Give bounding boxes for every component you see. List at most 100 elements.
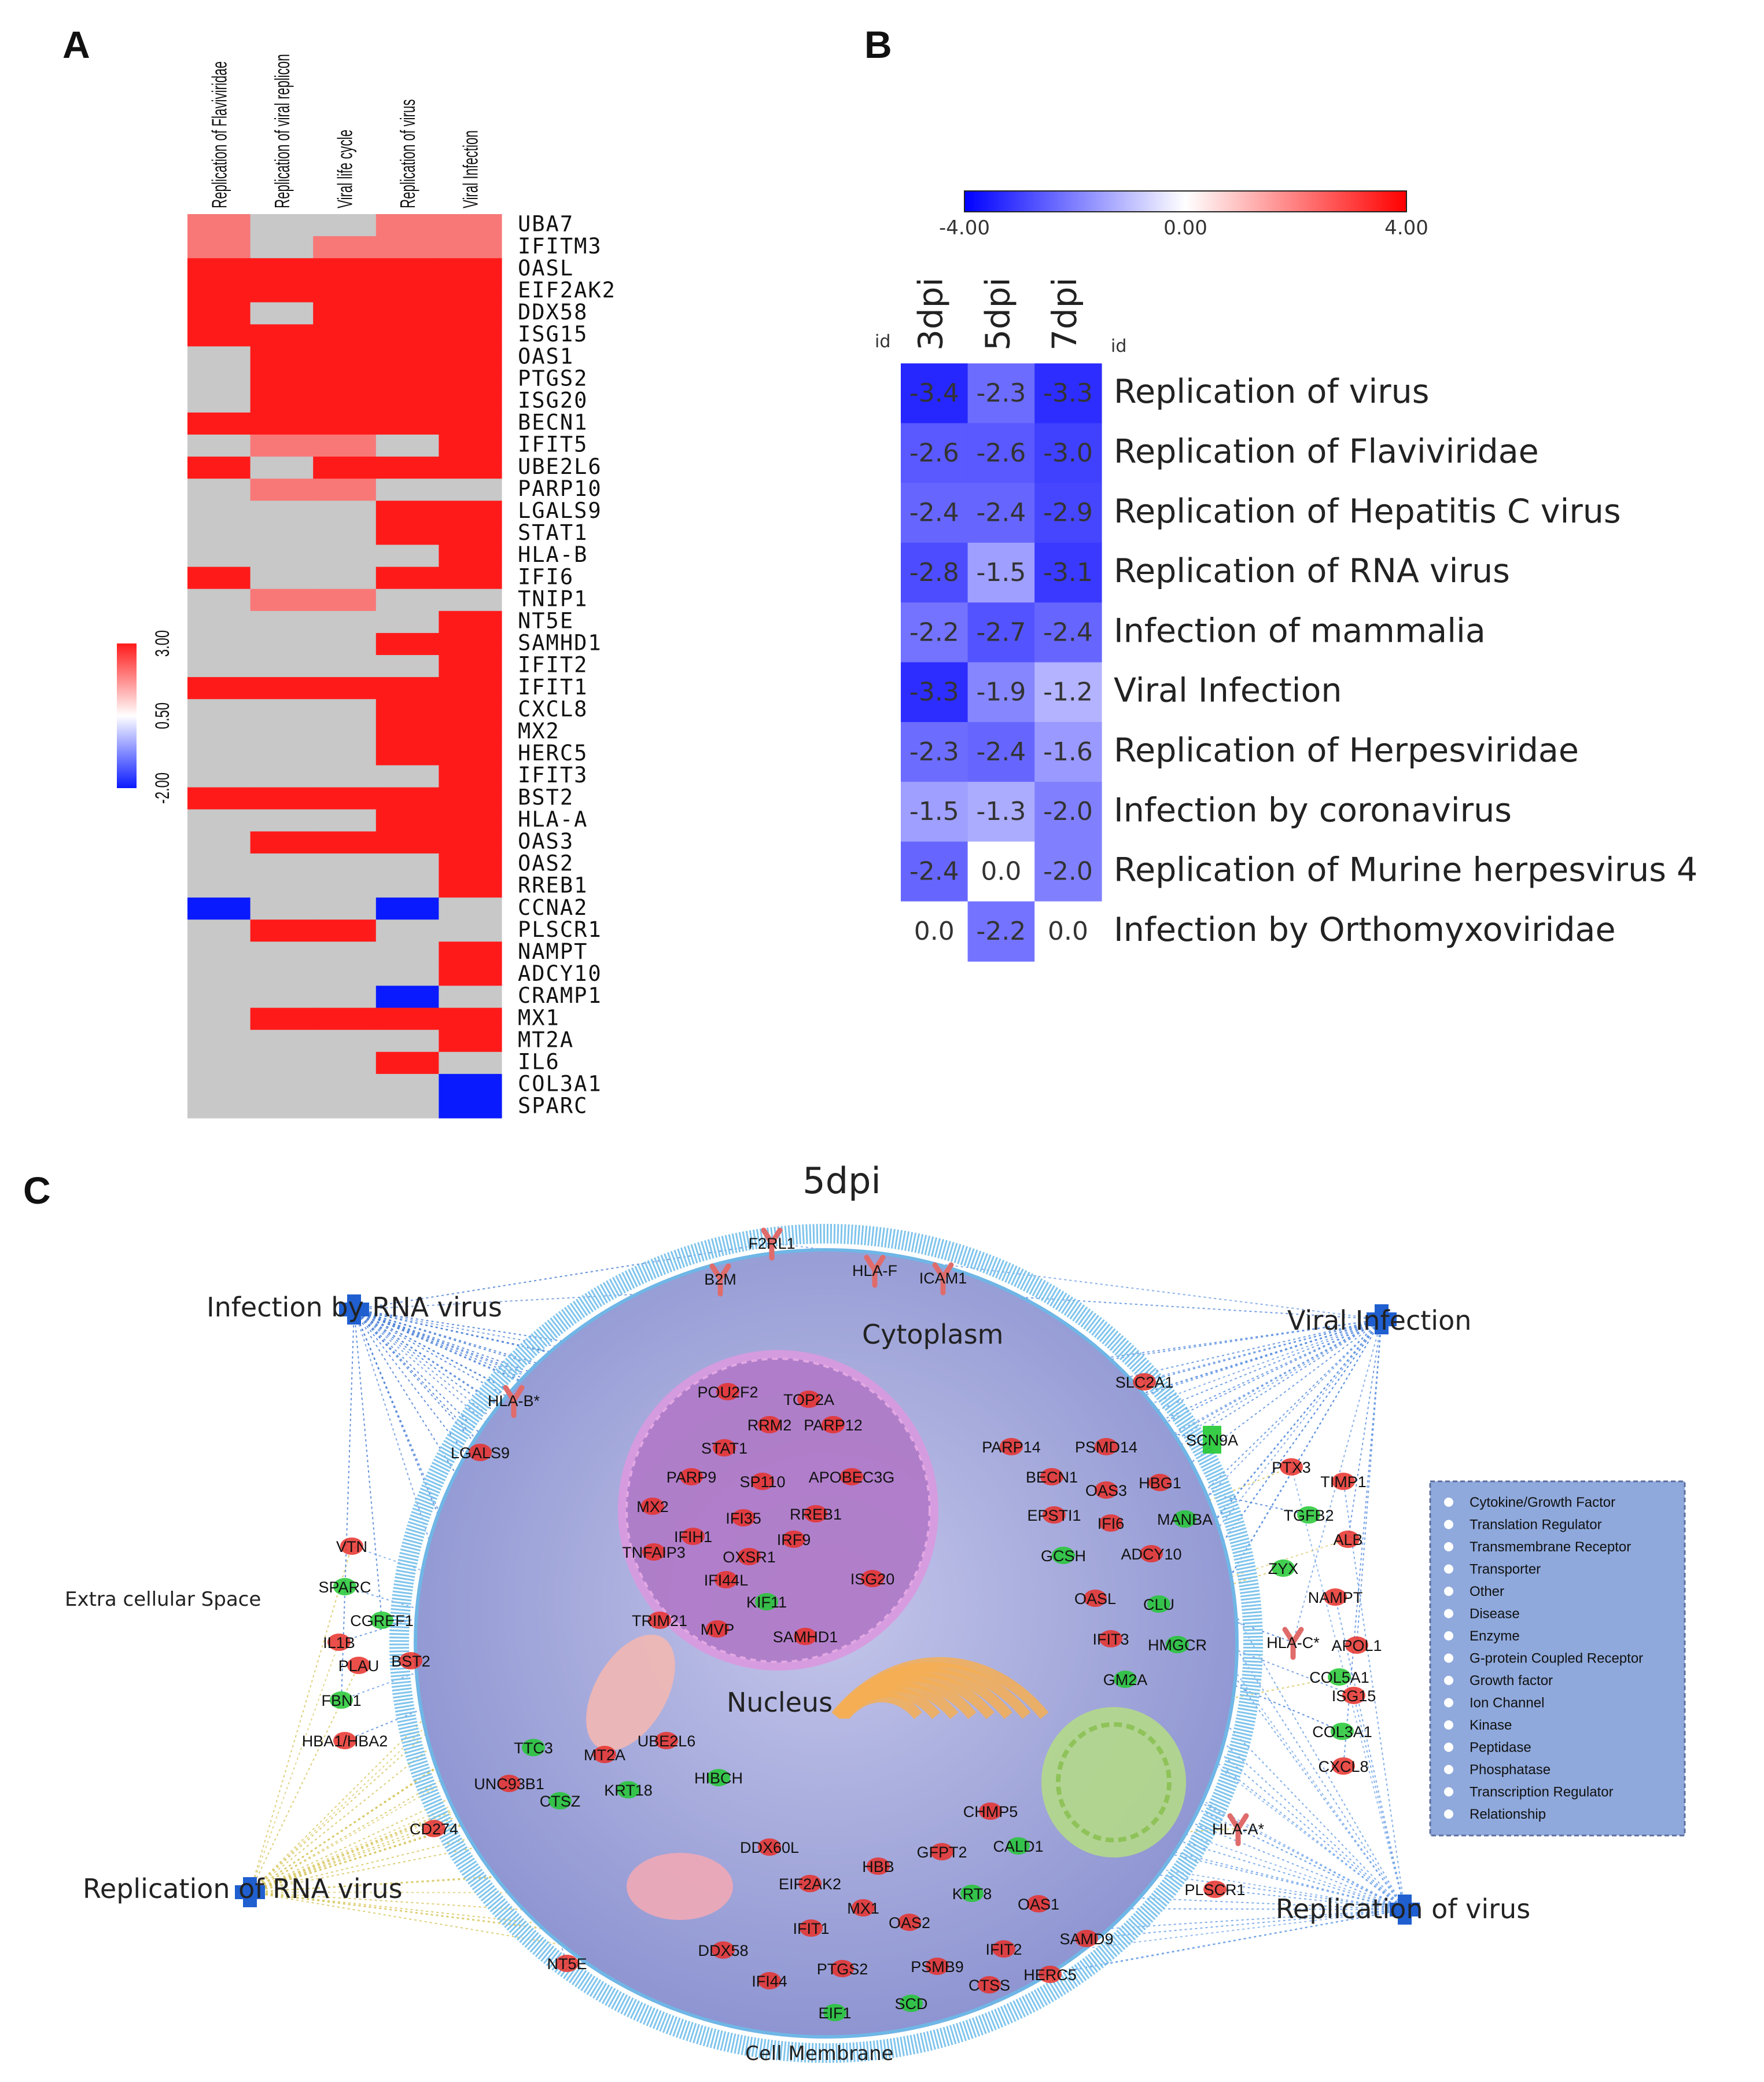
gene-node-label: TGFB2 [1283,1507,1334,1524]
heatmap-cell [187,479,251,501]
heatmap-cell [439,567,502,590]
heatmap-cell [1034,901,1102,962]
gene-node-icon [732,1509,755,1526]
row-id-header: id [875,332,890,352]
relationship-line [1159,1482,1405,1910]
gene-node-icon [713,1439,736,1456]
heatmap-cell [901,722,968,782]
heatmap-cell [187,457,251,479]
gene-label: UBE2L6 [518,454,602,479]
gene-node-icon [1336,1531,1360,1548]
gene-label: IFIT3 [518,763,588,788]
heatmap-cell [439,963,502,987]
gene-node-icon [1084,1590,1107,1607]
gene-node-label: CTSS [968,1977,1010,1994]
heatmap-cell [375,721,439,744]
heatmap-cell [375,501,439,523]
gene-node-icon [900,1995,923,2012]
legend-item-label: Kinase [1470,1717,1512,1733]
heatmap-cell [439,457,502,479]
gene-node-label: SCN9A [1186,1432,1238,1449]
gene-node-label: GCSH [1041,1547,1086,1565]
gene-node-label: UBE2L6 [638,1732,696,1750]
cell-value-label: -1.5 [976,558,1026,587]
heatmap-cell [313,1007,377,1031]
gene-label: ADCY10 [518,961,602,986]
gene-node-label: CD274 [410,1820,458,1838]
cell-value-label: -3.1 [1043,558,1093,587]
heatmap-cell [313,831,377,854]
gene-node-icon [593,1746,616,1763]
peptidase-icon [1444,1742,1453,1752]
panel-label-a: A [62,23,90,66]
gene-node-icon [1148,1474,1172,1491]
heatmap-cell [187,787,251,810]
heatmap-cell [250,457,314,479]
heatmap-cell [375,346,439,369]
gene-node-label: CLU [1143,1596,1174,1613]
gene-node-icon [1345,1636,1368,1654]
cytokine-icon [1444,1498,1453,1507]
gene-node-icon [1173,1510,1196,1528]
heatmap-cell [187,610,251,634]
gene-node-label: IFI35 [726,1510,761,1527]
heatmap-cell [375,302,439,325]
gene-label: IFI6 [518,564,574,589]
heatmap-cell [313,1096,377,1119]
gene-node-label: NAMPT [1308,1589,1363,1606]
gene-node-icon [804,1505,827,1522]
heatmap-cell [439,1007,502,1031]
receptor-node-icon [1282,1627,1304,1660]
heatmap-cell [250,236,314,259]
gene-label: OASL [518,256,574,281]
heatmap-cell [375,236,439,259]
gene-node-label: MX1 [847,1900,879,1917]
heatmap-cell [439,435,502,457]
gene-node-label: PARP9 [666,1469,717,1486]
cell-value-label: -2.7 [976,617,1026,647]
nucleus-body [618,1350,938,1671]
legend-item-label: Enzyme [1470,1628,1520,1644]
heatmap-cell [313,236,377,259]
gene-node-label: EPSTI1 [1027,1507,1081,1524]
gene-node-icon [1331,1723,1354,1740]
gene-node-label: SP110 [739,1473,785,1491]
gene-node-label: HLA-B* [488,1392,540,1410]
gene-node-label: PTGS2 [817,1960,868,1978]
column-label: 5dpi [978,277,1017,351]
gpcr-icon [1444,1653,1453,1663]
heatmap-cell [375,1096,439,1119]
column-header: Replication of viral replicon [271,54,294,208]
cell-value-label: -2.6 [976,438,1026,468]
legend-item-label: Growth factor [1470,1673,1553,1689]
heatmap-cell [967,901,1035,962]
gene-node-label: TNFAIP3 [622,1544,686,1561]
enzyme-icon [1444,1631,1453,1640]
heatmap-cell [375,919,439,942]
heatmap-cell [375,1073,439,1097]
gene-node-label: SAMHD1 [773,1628,838,1646]
heatmap-cell [375,941,439,964]
heatmap-cell [1034,542,1102,603]
cell-value-label: -2.0 [1043,797,1093,826]
gene-node-icon [1272,1559,1295,1577]
heatmap-cell [250,1051,314,1075]
legend-item-label: Peptidase [1470,1740,1531,1756]
heatmap-cell [439,523,502,546]
disease-hub-icon [235,1885,265,1899]
golgi-apparatus [831,1657,1049,1719]
legend-item-label: Ion Channel [1470,1695,1544,1711]
heatmap-cell [187,1096,251,1119]
relationship-line [249,1642,340,1893]
gene-label: MX2 [518,719,560,744]
heatmap-cell [439,831,502,854]
heatmap-cell [313,1029,377,1053]
gene-node-label: TTC3 [514,1739,553,1757]
heatmap-cell [313,677,377,700]
gene-node-icon [1099,1630,1122,1647]
gene-node-label: MT2A [584,1746,625,1764]
heatmap-cell [375,963,439,987]
gene-node-label: BST2 [391,1653,430,1670]
region-label-nucleus: Nucleus [727,1687,833,1718]
heatmap-cell [375,258,439,281]
